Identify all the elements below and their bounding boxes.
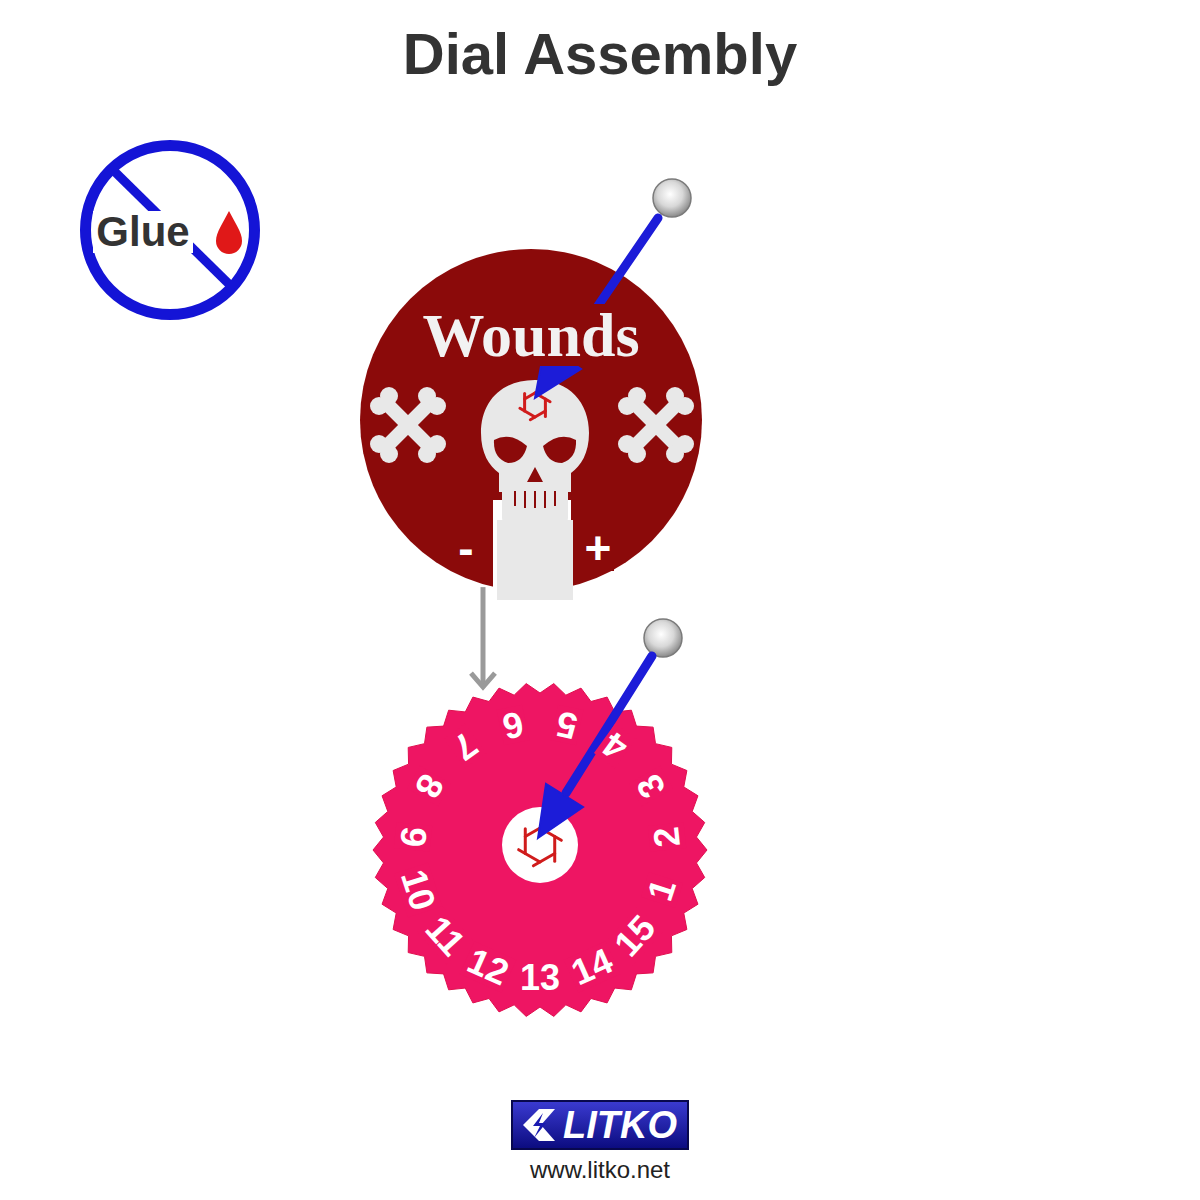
logo-icon — [519, 1105, 559, 1145]
gear-shape — [373, 684, 707, 1017]
text-slot: 4 — [580, 721, 650, 771]
dial-number: 11 — [417, 907, 473, 964]
text-slot: 9 — [378, 812, 448, 862]
minus-sign: - — [455, 525, 476, 571]
dial-number: 8 — [407, 766, 451, 807]
number-dial: 123456789101112131415 — [370, 680, 710, 1020]
assembly-arrow — [481, 587, 486, 687]
web-address: www.litko.net — [530, 1156, 670, 1183]
text-slot: 7 — [430, 721, 500, 771]
title-slot: Dial Assembly — [0, 22, 1200, 86]
dial-number: 10 — [394, 862, 442, 917]
dial-number: 2 — [648, 822, 687, 852]
warning-word: Glue — [93, 211, 192, 253]
disk-shape — [86, 146, 255, 315]
pin-head — [653, 179, 691, 217]
litko-logo: LITKO — [511, 1100, 689, 1150]
dial-number: 15 — [606, 906, 664, 964]
no-glue-sign: Glue — [80, 140, 260, 320]
text-slot: Glue — [79, 202, 207, 262]
text-slot: 8 — [394, 761, 464, 811]
wounds-disk: Wounds - + — [360, 249, 702, 591]
text-slot: 6 — [478, 700, 548, 750]
text-slot: 3 — [616, 761, 686, 811]
disk-shape — [360, 249, 702, 591]
logo-bolt — [533, 1113, 546, 1138]
text-slot: 2 — [632, 812, 702, 862]
logo-chevron — [523, 1109, 555, 1141]
dial-number: 13 — [517, 960, 563, 996]
text-slot: - — [441, 521, 491, 575]
text-slot: + — [573, 521, 623, 575]
dial-number: 3 — [629, 766, 673, 807]
circle-outline — [360, 249, 702, 591]
dial-number: 7 — [444, 724, 486, 768]
dial-number: 14 — [564, 941, 621, 993]
diagram-title: Dial Assembly — [403, 21, 797, 86]
dial-number: 1 — [641, 872, 683, 908]
dial-number: 9 — [393, 822, 432, 852]
dial-number: 6 — [497, 704, 530, 745]
pin-head — [644, 619, 682, 657]
text-slot: 12 — [453, 942, 523, 992]
dial-number: 12 — [460, 941, 517, 993]
text-slot: Wounds — [381, 295, 681, 375]
plus-sign: + — [582, 525, 615, 571]
dial-number: 4 — [594, 724, 636, 768]
dial-number: 5 — [550, 704, 583, 745]
logo-word: LITKO — [563, 1106, 677, 1144]
label-slot: www.litko.net — [0, 1156, 1200, 1185]
disk-title: Wounds — [419, 304, 642, 366]
text-slot: 5 — [532, 700, 602, 750]
